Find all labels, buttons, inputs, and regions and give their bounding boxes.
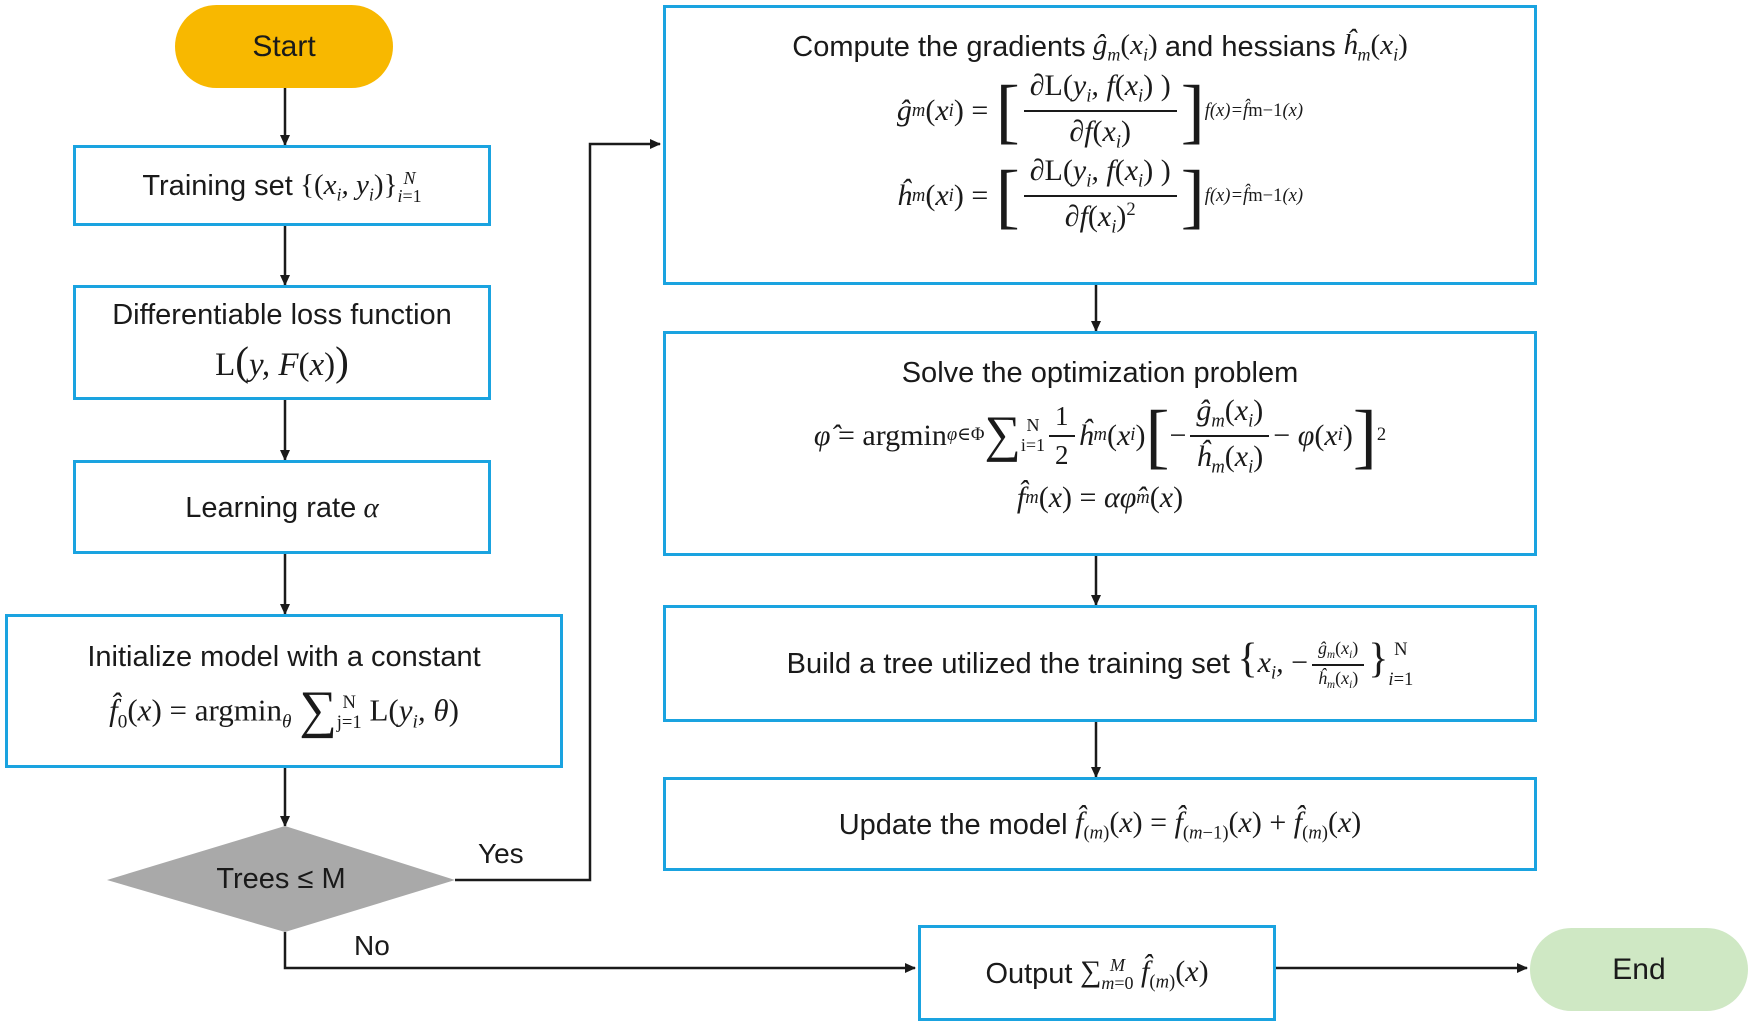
learning-rate-symbol: α bbox=[356, 491, 379, 524]
gradients-hessians-box: Compute the gradients ĝm(xi) and hessian… bbox=[663, 5, 1537, 285]
gradient-symbol: ĝm(xi) bbox=[1085, 29, 1158, 65]
build-tree-box: Build a tree utilized the training set {… bbox=[663, 605, 1537, 722]
start-label: Start bbox=[252, 29, 316, 63]
initialize-model-box: Initialize model with a constant f̂0(x) … bbox=[5, 614, 563, 768]
learning-rate-label: Learning rate bbox=[185, 491, 357, 524]
end-label: End bbox=[1612, 952, 1666, 986]
update-model-box: Update the model f̂(m)(x) = f̂(m−1)(x) +… bbox=[663, 777, 1537, 871]
initialize-model-label: Initialize model with a constant bbox=[87, 640, 481, 673]
update-model-label: Update the model bbox=[838, 808, 1068, 841]
output-label: Output bbox=[985, 957, 1073, 990]
model-step-formula: f̂m(x) = αφ̂m(x) bbox=[1016, 481, 1184, 515]
update-model-formula: f̂(m)(x) = f̂(m−1)(x) + f̂(m)(x) bbox=[1067, 806, 1362, 844]
loss-function-formula: L(y, F(x)) bbox=[215, 338, 349, 385]
decision-label: Trees ≤ M bbox=[216, 862, 346, 895]
optimization-label: Solve the optimization problem bbox=[901, 357, 1299, 389]
edge-label-no: No bbox=[354, 930, 390, 961]
edge-label-yes: Yes bbox=[478, 838, 524, 869]
loss-function-label: Differentiable loss function bbox=[112, 299, 452, 332]
build-tree-label: Build a tree utilized the training set bbox=[786, 648, 1230, 681]
loss-function-box: Differentiable loss function L(y, F(x)) bbox=[73, 285, 491, 400]
decision-node: Trees ≤ M bbox=[107, 826, 455, 932]
end-node: End bbox=[1530, 928, 1748, 1011]
hessian-symbol: ĥm(xi) bbox=[1335, 29, 1408, 65]
hessians-label: and hessians bbox=[1164, 30, 1336, 63]
gradients-label: Compute the gradients bbox=[792, 30, 1086, 63]
arrow-decision-no-to-output bbox=[283, 932, 916, 973]
training-set-label: Training set bbox=[142, 170, 293, 203]
arrow-decision-yes-to-grad bbox=[455, 139, 661, 882]
learning-rate-box: Learning rate α bbox=[73, 460, 491, 554]
start-node: Start bbox=[175, 5, 393, 88]
decision-diamond bbox=[107, 826, 455, 932]
optimization-box: Solve the optimization problem φ̂ = argm… bbox=[663, 331, 1537, 556]
